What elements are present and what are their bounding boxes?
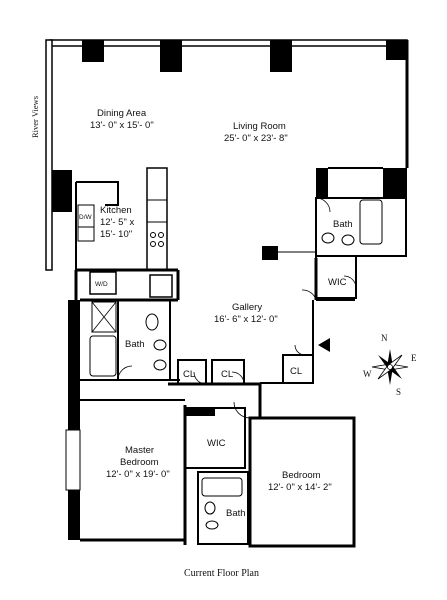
room-dims-kitchen-2: 15'- 10" (100, 229, 132, 240)
room-label-kitchen: Kitchen (100, 205, 132, 216)
room-label-bedroom: Bedroom (282, 470, 321, 481)
room-dims-gallery: 16'- 6" x 12'- 0" (214, 314, 278, 325)
compass-s: S (396, 387, 401, 397)
appliance-label-dw: D/W (79, 214, 93, 221)
room-label-wic-master: WIC (207, 438, 226, 449)
room-label-cl-3: CL (290, 366, 302, 377)
door-swings (117, 197, 357, 419)
room-label-bath-master: Bath (125, 339, 145, 350)
room-label-bath-upper: Bath (333, 219, 353, 230)
room-dims-kitchen-1: 12'- 5" x (100, 217, 134, 228)
room-label-wic-upper: WIC (328, 277, 347, 288)
room-label-cl-1: CL (183, 369, 195, 380)
room-dims-bedroom: 12'- 0" x 14'- 2" (268, 482, 332, 493)
plan-caption: Current Floor Plan (184, 568, 259, 579)
appliance-label-wd: W/D (95, 281, 108, 288)
room-dims-master: 12'- 0" x 19'- 0" (106, 469, 170, 480)
room-dims-dining: 13'- 0" x 15'- 0" (90, 120, 154, 131)
room-label-master: Master (125, 445, 154, 456)
compass-e: E (411, 353, 417, 363)
side-label-river-views: River Views (30, 96, 40, 138)
room-label-bath-lower: Bath (226, 508, 246, 519)
room-label-master-2: Bedroom (120, 457, 159, 468)
entry-arrow-icon (318, 338, 330, 352)
room-label-living: Living Room (233, 121, 286, 132)
walls (45, 39, 409, 548)
compass-n: N (381, 333, 388, 343)
room-label-gallery: Gallery (232, 302, 262, 313)
compass-rose-icon (371, 349, 409, 385)
compass-w: W (363, 369, 372, 379)
room-label-dining: Dining Area (97, 108, 147, 119)
room-label-cl-2: CL (221, 369, 233, 380)
room-dims-living: 25'- 0" x 23'- 8" (224, 133, 288, 144)
